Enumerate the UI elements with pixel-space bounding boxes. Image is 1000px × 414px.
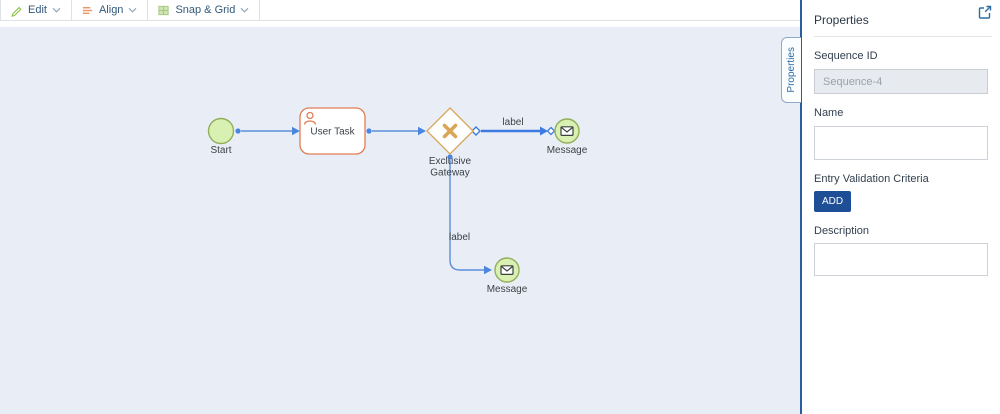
snap-grid-menu-label: Snap & Grid (175, 4, 236, 16)
add-entry-validation-criteria-button[interactable]: ADD (814, 191, 852, 212)
edge-label: label (449, 232, 470, 243)
user-icon (303, 111, 317, 125)
user-task-label: User Task (310, 127, 355, 138)
message-event-label: Message (547, 145, 588, 156)
node-start-event[interactable]: Start (207, 117, 235, 157)
node-message-event-bottom[interactable]: Message (487, 257, 528, 295)
description-field[interactable] (814, 243, 988, 276)
node-message-event-right[interactable]: Message (547, 118, 588, 156)
edge-label: label (502, 117, 523, 128)
grid-icon (158, 5, 170, 15)
gateway-label-line1: Exclusive (429, 156, 472, 167)
sequence-id-label: Sequence ID (814, 50, 878, 62)
edge-usertask-to-gateway[interactable] (366, 126, 426, 136)
snap-grid-menu-button[interactable]: Snap & Grid (148, 0, 261, 20)
name-field[interactable] (814, 126, 988, 160)
edit-menu-button[interactable]: Edit (1, 0, 72, 20)
diagram-canvas[interactable]: label label Start User Ta (0, 27, 800, 414)
chevron-down-icon (129, 7, 137, 13)
edit-menu-label: Edit (28, 4, 47, 16)
align-menu-button[interactable]: Align (71, 0, 149, 20)
chevron-down-icon (52, 7, 61, 13)
edge-start-to-usertask[interactable] (235, 126, 300, 136)
entry-validation-criteria-label: Entry Validation Criteria (814, 173, 929, 185)
pencil-icon (11, 6, 22, 17)
edge-gateway-to-message-bottom[interactable]: label (447, 154, 492, 275)
align-menu-label: Align (98, 4, 124, 16)
start-event-label: Start (210, 145, 231, 156)
properties-side-tab[interactable]: Properties (781, 37, 801, 103)
name-label: Name (814, 107, 844, 119)
node-user-task[interactable]: User Task (299, 107, 366, 155)
exclusive-gateway-x-icon (442, 123, 458, 139)
node-exclusive-gateway[interactable]: Exclusive Gateway (426, 107, 474, 179)
toolbar-row: Edit Align (0, 0, 800, 21)
properties-side-tab-label: Properties (786, 47, 797, 93)
panel-title: Properties (814, 13, 869, 27)
open-in-new-window-icon[interactable] (977, 4, 993, 20)
edge-gateway-to-message-right[interactable]: label (471, 117, 556, 136)
description-label: Description (814, 225, 870, 237)
properties-panel: Properties Sequence ID Name Entry Valida… (800, 0, 1000, 414)
envelope-icon (500, 265, 514, 276)
sequence-id-field[interactable] (814, 69, 988, 94)
gateway-label-line2: Gateway (430, 168, 469, 179)
toolbar: Edit Align (0, 0, 800, 27)
message-event-label: Message (487, 284, 528, 295)
align-lines-icon (82, 6, 93, 14)
panel-divider (814, 36, 992, 37)
chevron-down-icon (240, 7, 249, 13)
envelope-icon (560, 126, 574, 137)
